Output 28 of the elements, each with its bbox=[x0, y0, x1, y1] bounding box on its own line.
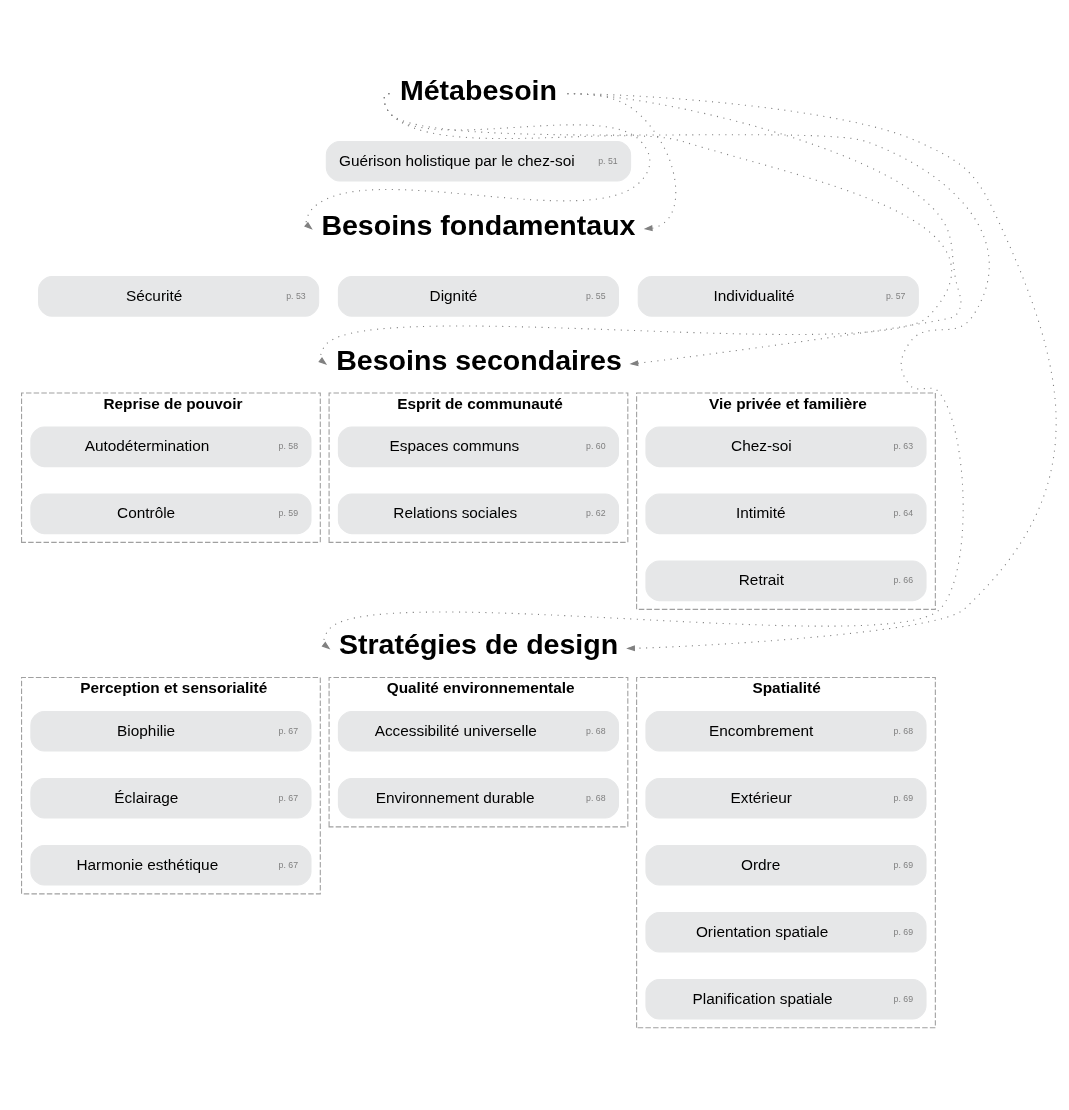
arrow bbox=[321, 93, 990, 650]
arrow bbox=[566, 93, 1057, 652]
node-box: Intimité p. 64 bbox=[645, 493, 927, 535]
node-box: Guérison holistique par le chez-soi p. 51 bbox=[325, 140, 632, 182]
node-box: Planification spatiale p. 69 bbox=[645, 978, 927, 1020]
node-box: Espaces communs p. 60 bbox=[337, 426, 620, 468]
node-box: Sécurité p. 53 bbox=[38, 276, 320, 317]
node-box: Retrait p. 66 bbox=[645, 560, 927, 602]
node-text: Besoins secondaires bbox=[336, 343, 622, 376]
node-box: Contrôle p. 59 bbox=[30, 493, 312, 535]
node-box: Environnement durable p. 68 bbox=[337, 777, 620, 819]
node-box: Éclairage p. 67 bbox=[30, 777, 312, 819]
arrow bbox=[318, 93, 953, 365]
node-box: Extérieur p. 69 bbox=[645, 777, 927, 819]
node-text: Stratégies de design bbox=[338, 628, 619, 661]
node-text: Besoins fondamentaux bbox=[321, 208, 636, 241]
node-box: Chez-soi p. 63 bbox=[645, 426, 927, 468]
node-text: Métabesoin bbox=[399, 73, 557, 106]
node-box: Dignité p. 55 bbox=[337, 276, 620, 317]
node-box: Harmonie esthétique p. 67 bbox=[30, 844, 312, 886]
node-box: Relations sociales p. 62 bbox=[337, 493, 620, 535]
node-box: Autodétermination p. 58 bbox=[30, 426, 312, 468]
node-box: Ordre p. 69 bbox=[645, 844, 927, 886]
node-box: Encombrement p. 68 bbox=[645, 710, 927, 752]
node-box: Biophilie p. 67 bbox=[30, 710, 312, 752]
node-box: Orientation spatiale p. 69 bbox=[645, 911, 927, 953]
node-box: Individualité p. 57 bbox=[637, 276, 919, 317]
node-box: Accessibilité universelle p. 68 bbox=[337, 710, 620, 752]
